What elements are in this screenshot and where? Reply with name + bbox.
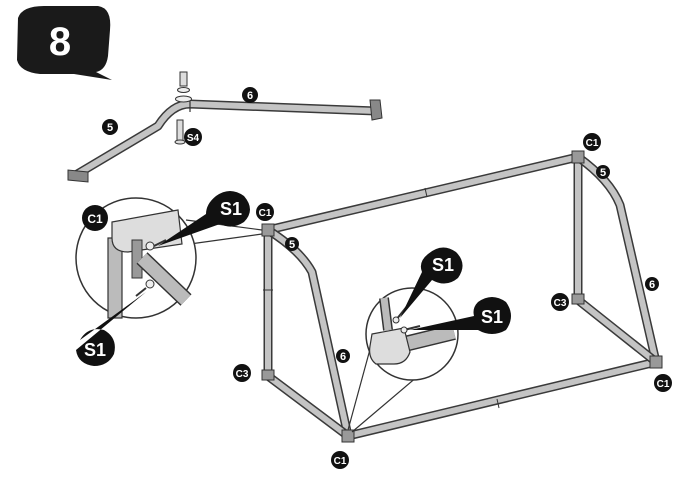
label-bar-5-left: 5 [289, 239, 295, 251]
label-c1-back-top: C1 [586, 138, 599, 149]
screw-icon [135, 239, 167, 297]
label-bar-6-left: 6 [340, 351, 346, 363]
label-s4: S4 [187, 133, 200, 144]
bar-5-6-exploded: S4 5 6 [67, 71, 383, 183]
goal-frame [261, 150, 663, 443]
frame-labels: C1 5 6 C3 C1 C1 5 6 C3 C1 [233, 133, 672, 469]
label-s1-callout-bottom: S1 [84, 340, 106, 360]
label-s1-center-top: S1 [432, 255, 454, 275]
label-c3-right: C3 [554, 298, 567, 309]
step-badge: 8 [17, 6, 112, 80]
label-bar-6-right: 6 [649, 279, 655, 291]
label-5-badge [102, 119, 118, 135]
detail-callout-left: C1 S1 S1 [75, 191, 263, 366]
detail-callout-center: S1 S1 [347, 247, 511, 433]
label-bar-5-top: 5 [107, 122, 113, 134]
label-s1-callout-top: S1 [220, 199, 242, 219]
label-bar-5-right: 5 [600, 167, 606, 179]
label-c1-front-top: C1 [259, 208, 272, 219]
label-bar-6-top: 6 [247, 90, 253, 102]
label-s4-badge [184, 128, 202, 146]
label-c1-callout: C1 [87, 212, 103, 226]
label-c3-left: C3 [236, 369, 249, 380]
bolt-icon [175, 71, 192, 103]
label-6-badge [242, 87, 258, 103]
screw-icon [174, 119, 186, 145]
step-number: 8 [49, 20, 71, 64]
label-c1-bottom-left: C1 [334, 456, 347, 467]
label-s1-center-right: S1 [481, 307, 503, 327]
label-c1-bottom-right: C1 [657, 379, 670, 390]
